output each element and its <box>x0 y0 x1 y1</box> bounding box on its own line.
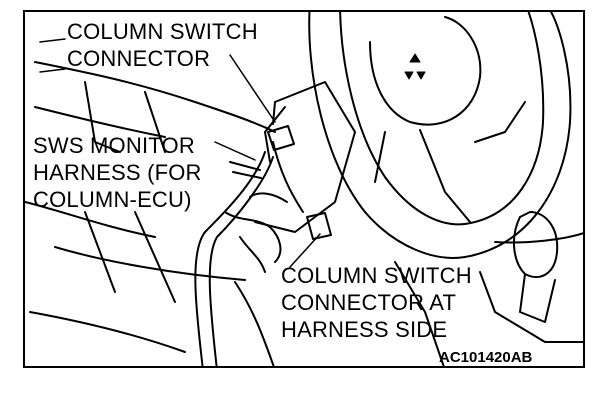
callout-line: HARNESS SIDE <box>281 317 448 342</box>
sws-monitor-harness-cable <box>194 141 304 366</box>
callout-line: HARNESS (FOR <box>33 160 202 185</box>
callout-line: SWS MONITOR <box>33 133 195 158</box>
steering-column <box>254 81 356 233</box>
steering-hub <box>369 16 482 126</box>
harness-side-connector-shape <box>306 212 332 240</box>
brand-logo-icon <box>404 53 426 80</box>
figure-code: AC101420AB <box>439 349 533 366</box>
callout-column-switch-connector-harness-side: COLUMN SWITCH CONNECTOR AT HARNESS SIDE <box>281 262 472 343</box>
steering-wheel-inner <box>339 12 545 226</box>
callout-column-switch-connector: COLUMN SWITCH CONNECTOR <box>67 18 258 72</box>
callout-line: CONNECTOR <box>67 46 211 71</box>
leader-line-harness-side <box>289 233 321 268</box>
shift-lever <box>513 211 559 279</box>
callout-line: COLUMN-ECU) <box>33 187 192 212</box>
dashboard-outline <box>34 61 276 133</box>
callout-sws-monitor-harness: SWS MONITOR HARNESS (FOR COLUMN-ECU) <box>33 132 202 213</box>
callout-line: COLUMN SWITCH <box>281 263 472 288</box>
callout-line: CONNECTOR AT <box>281 290 457 315</box>
callout-line: COLUMN SWITCH <box>67 19 258 44</box>
leader-line-column-switch <box>229 54 276 123</box>
leader-line-sws-harness <box>214 141 256 161</box>
steering-wheel-rim <box>308 12 572 259</box>
dashboard-illustration <box>25 12 583 366</box>
column-switch-connector-shape <box>267 125 295 151</box>
diagram-frame: COLUMN SWITCH CONNECTOR SWS MONITOR HARN… <box>23 10 585 368</box>
